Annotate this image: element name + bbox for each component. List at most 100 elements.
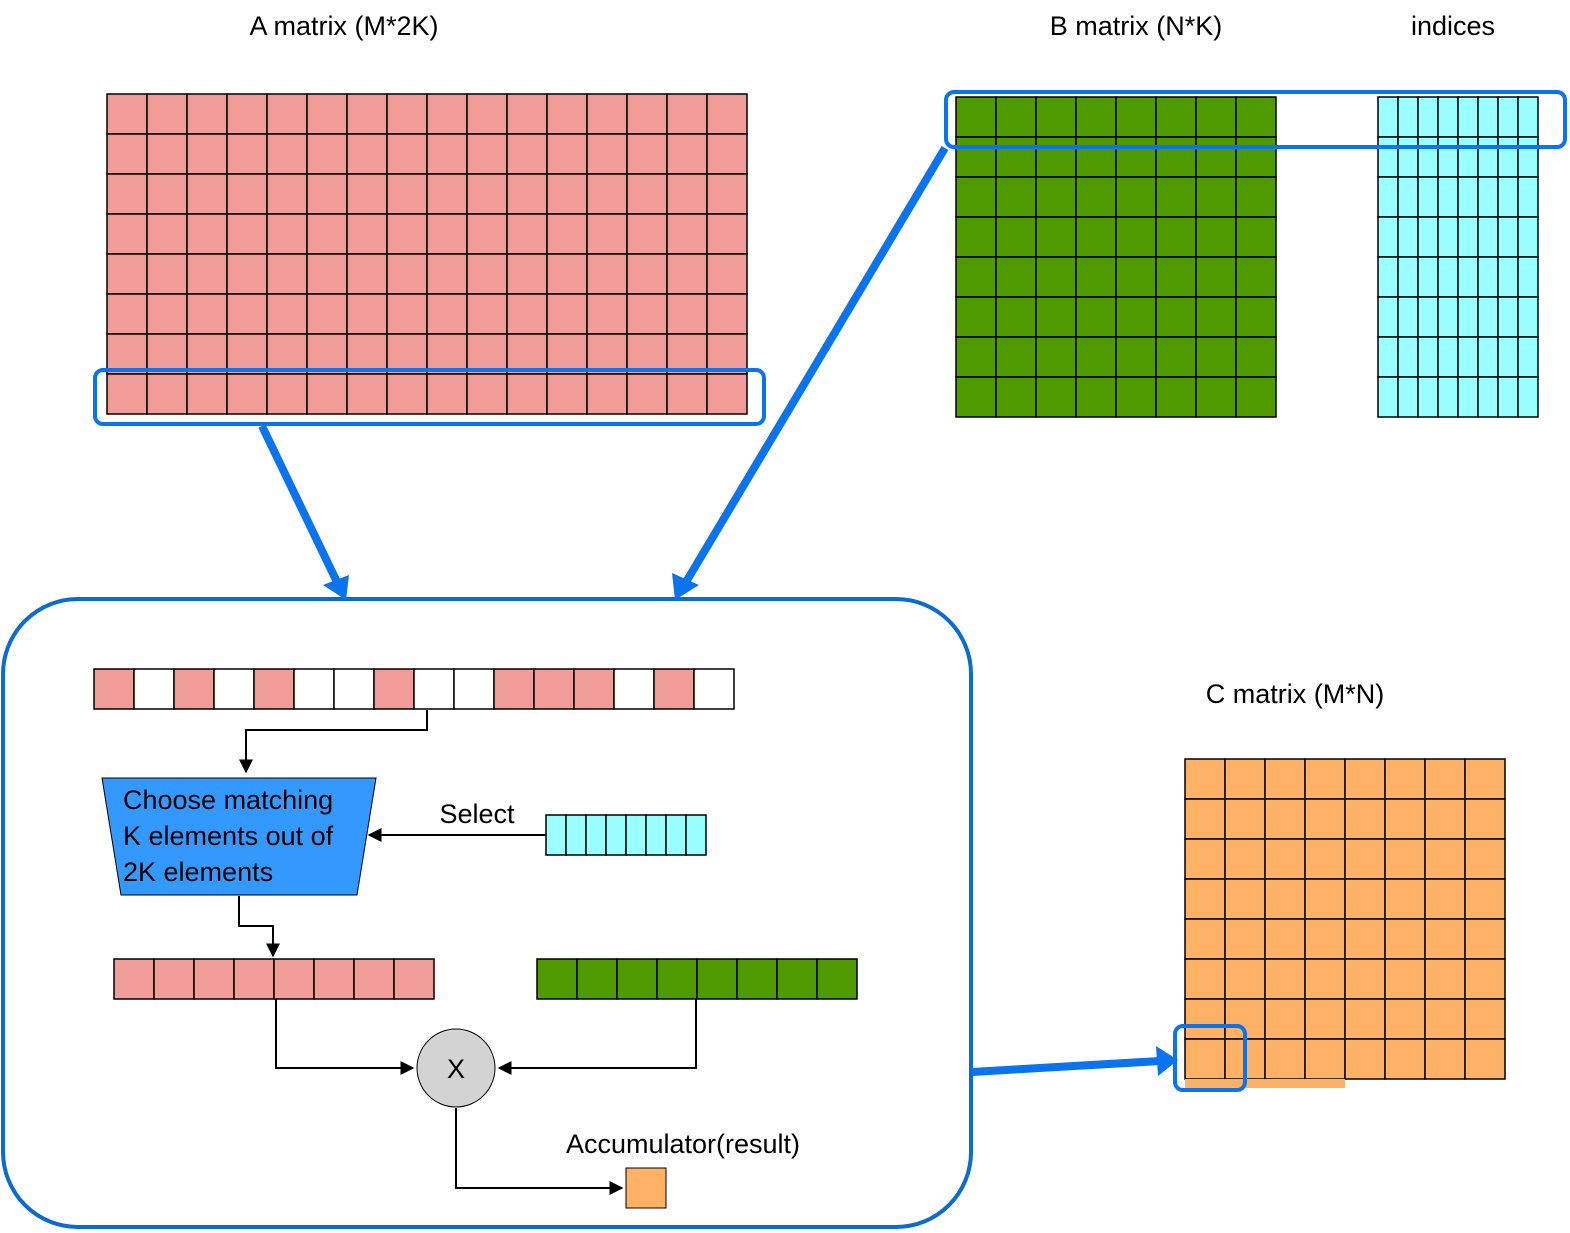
a-matrix-cell	[146, 173, 188, 215]
b-matrix-cell	[1235, 136, 1277, 178]
masked-to-selector-arrow	[239, 710, 428, 774]
indices-cell	[1497, 336, 1519, 378]
indices-cell	[1477, 336, 1499, 378]
b-matrix-cell	[1195, 176, 1237, 218]
a-row-pruned-cell	[453, 668, 495, 710]
indices-cell	[1477, 176, 1499, 218]
b-matrix-cell	[1155, 176, 1197, 218]
c-matrix-cell	[1384, 838, 1426, 880]
a-selected-cell	[273, 958, 315, 1000]
a-matrix-cell	[666, 373, 708, 415]
a-matrix-cell	[466, 253, 508, 295]
a-matrix-cell	[626, 293, 668, 335]
indices-grid	[1377, 96, 1539, 418]
a-row-kept-cell	[493, 668, 535, 710]
selector-text-line-2: K elements out of	[123, 821, 334, 851]
indices-row-cell	[585, 814, 607, 856]
a-matrix-cell	[106, 253, 148, 295]
b-matrix-cell	[1235, 96, 1277, 138]
a-matrix-cell	[106, 173, 148, 215]
b-matrix-cell	[955, 96, 997, 138]
b-matrix-cell	[955, 256, 997, 298]
b-matrix-cell	[1115, 216, 1157, 258]
b-matrix-cell	[955, 176, 997, 218]
c-matrix-cell	[1424, 838, 1466, 880]
a-matrix-cell	[466, 213, 508, 255]
a-matrix-cell	[386, 333, 428, 375]
b-matrix-cell	[995, 376, 1037, 418]
c-matrix-cell	[1184, 998, 1226, 1040]
a-row-pruned-cell	[413, 668, 455, 710]
b-matrix-cell	[1155, 216, 1197, 258]
b-row-highlight	[944, 90, 1567, 149]
c-matrix-bottom-strip	[1185, 1079, 1345, 1088]
a-selected-cell	[233, 958, 275, 1000]
c-matrix-cell	[1384, 958, 1426, 1000]
a-matrix-cell	[426, 173, 468, 215]
b-matrix-cell	[1195, 216, 1237, 258]
a-row-kept-cell	[373, 668, 415, 710]
a-matrix-cell	[506, 93, 548, 135]
a-matrix-cell	[226, 93, 268, 135]
a-matrix-cell	[386, 213, 428, 255]
a-matrix-cell	[546, 293, 588, 335]
b-matrix-cell	[1035, 376, 1077, 418]
a-matrix-cell	[226, 173, 268, 215]
indices-cell	[1417, 376, 1439, 418]
indices-cell	[1457, 96, 1479, 138]
c-matrix-cell	[1304, 998, 1346, 1040]
b-matrix-cell	[1075, 336, 1117, 378]
c-matrix-cell	[1184, 798, 1226, 840]
a-matrix-cell	[226, 253, 268, 295]
indices-cell	[1457, 136, 1479, 178]
b-matrix-cell	[1155, 376, 1197, 418]
a-matrix-cell	[546, 253, 588, 295]
b-matrix-cell	[1035, 256, 1077, 298]
indices-row-cell	[645, 814, 667, 856]
a-matrix-cell	[626, 373, 668, 415]
a-matrix-cell	[306, 173, 348, 215]
indices-cell	[1437, 256, 1459, 298]
c-matrix-cell	[1384, 918, 1426, 960]
b-matrix-cell	[1035, 96, 1077, 138]
b-matrix-cell	[1235, 176, 1277, 218]
b-row-cell	[656, 958, 698, 1000]
b-matrix-cell	[1115, 96, 1157, 138]
b-matrix-title: B matrix (N*K)	[1050, 11, 1223, 41]
b-to-panel-arrowhead	[672, 573, 699, 600]
a-matrix-cell	[186, 293, 228, 335]
a-matrix-cell	[706, 253, 748, 295]
indices-cell	[1517, 96, 1539, 138]
accumulator-label: Accumulator(result)	[566, 1129, 800, 1159]
b-row-cell	[696, 958, 738, 1000]
a-matrix-cell	[706, 293, 748, 335]
a-row-highlight	[93, 368, 766, 426]
indices-cell	[1397, 176, 1419, 218]
a-matrix-cell	[466, 93, 508, 135]
a-matrix-cell	[546, 333, 588, 375]
b-matrix-cell	[1075, 136, 1117, 178]
a-matrix-cell	[266, 93, 308, 135]
a-matrix-cell	[586, 293, 628, 335]
indices-cell	[1477, 216, 1499, 258]
indices-cell	[1497, 256, 1519, 298]
c-matrix-cell	[1184, 958, 1226, 1000]
c-matrix-cell	[1184, 878, 1226, 920]
b-matrix-cell	[995, 256, 1037, 298]
a-matrix-cell	[146, 373, 188, 415]
c-matrix-cell	[1264, 758, 1306, 800]
a-matrix-cell	[626, 213, 668, 255]
c-matrix-cell	[1184, 918, 1226, 960]
c-matrix-cell	[1304, 758, 1346, 800]
indices-cell	[1517, 136, 1539, 178]
b-matrix-cell	[1195, 296, 1237, 338]
c-matrix-cell	[1344, 878, 1386, 920]
a-matrix-cell	[306, 333, 348, 375]
a-selected-cell	[353, 958, 395, 1000]
indices-cell	[1517, 176, 1539, 218]
indices-cell	[1437, 336, 1459, 378]
a-matrix-cell	[266, 213, 308, 255]
c-matrix-cell	[1464, 998, 1506, 1040]
b-matrix-cell	[1155, 96, 1197, 138]
a-matrix-cell	[266, 173, 308, 215]
